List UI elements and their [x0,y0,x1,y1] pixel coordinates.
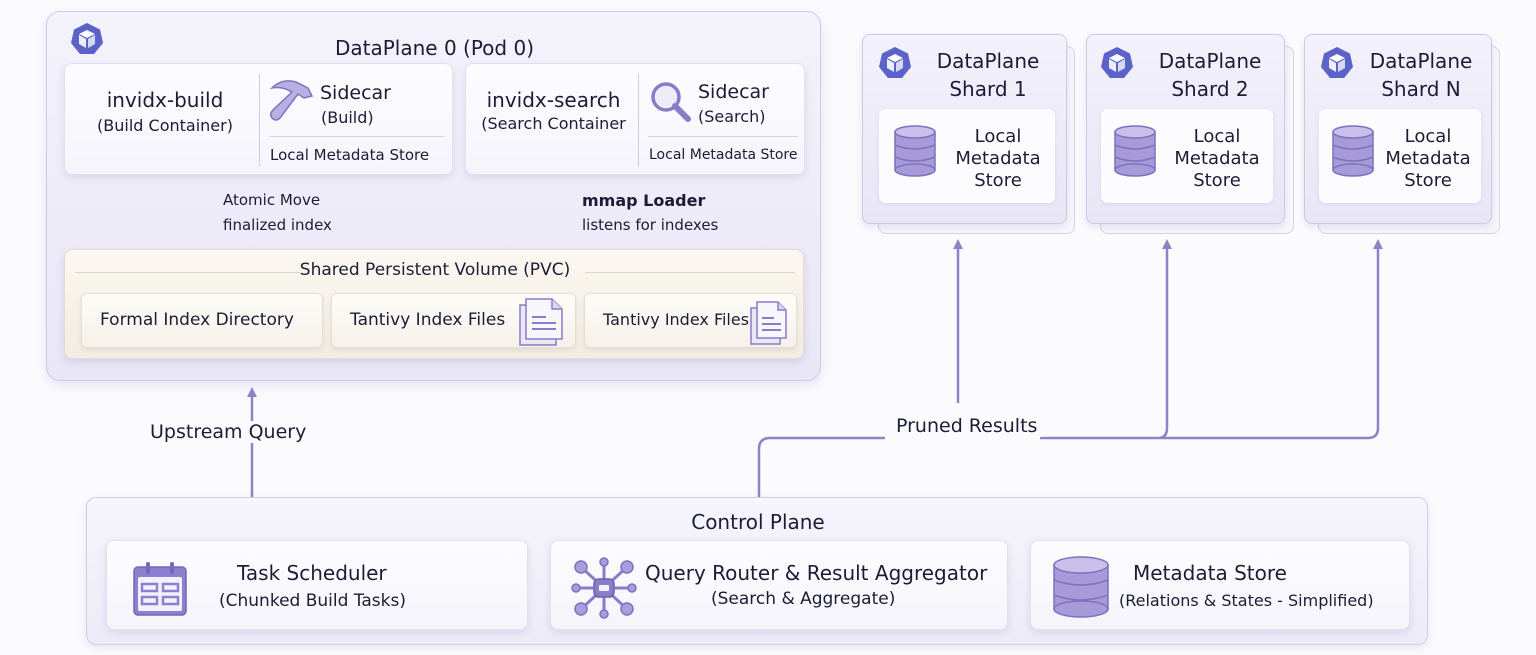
shard-local-metadata-store[interactable]: Local Metadata Store [1319,109,1481,203]
dataplane-pod0: DataPlane 0 (Pod 0) invidx-build (Build … [46,11,821,381]
search-container-card: invidx-search (Search Container Sidecar … [465,63,805,175]
shard-title-line1: DataPlane [1158,49,1262,73]
store-line2: Metadata [955,148,1041,169]
hammer-icon [269,80,314,121]
pvc-item-tantivy-files[interactable]: Tantivy Index Files [584,293,797,348]
pvc-item-label: Formal Index Directory [100,310,294,330]
store-line1: Local [974,126,1022,147]
shard-title-line2: Shard 1 [949,77,1027,101]
mmap-loader-label: mmap Loader listens for indexes [582,188,718,238]
divider [638,74,639,166]
control-plane: Control Plane Task Scheduler (Chunked Bu… [86,497,1428,645]
metadata-store-card[interactable]: Metadata Store (Relations & States - Sim… [1030,540,1410,630]
shard2-arrow [1040,239,1172,440]
shard-local-metadata-store[interactable]: Local Metadata Store [879,109,1055,203]
database-icon [1114,125,1156,177]
pruned-results-label: Pruned Results [890,415,1044,437]
task-scheduler-card[interactable]: Task Scheduler (Chunked Build Tasks) [106,540,528,630]
shard-title: DataPlane Shard 1 [913,47,1063,103]
shard-store-label: Local Metadata Store [1163,126,1271,192]
calendar-icon [133,562,187,616]
kubernetes-pod-icon [1321,47,1353,78]
store-line1: Local [1404,126,1452,147]
shardN-arrow [1160,239,1383,440]
shard-store-label: Local Metadata Store [943,126,1053,192]
atomic-move-line2: finalized index [223,216,332,234]
search-container-title: invidx-search [486,88,621,112]
document-stack-icon [519,298,563,346]
shard-title-line1: DataPlane [936,49,1040,73]
store-line3: Store [974,170,1022,191]
query-router-title: Query Router & Result Aggregator [645,561,988,585]
kubernetes-pod-icon [71,23,103,54]
metadata-store-title: Metadata Store [1133,561,1287,585]
metadata-store-subtitle: (Relations & States - Simplified) [1119,591,1374,610]
query-router-subtitle: (Search & Aggregate) [711,589,896,609]
magnifier-icon [651,82,691,122]
pruned-results-arrow [754,436,885,507]
shared-pvc: Shared Persistent Volume (PVC) Formal In… [64,249,804,359]
search-local-metadata-store: Local Metadata Store [649,147,798,163]
mmap-line1: mmap Loader [582,191,706,210]
atomic-move-line1: Atomic Move [223,191,321,209]
database-icon [894,125,936,177]
shard-title: DataPlane Shard 2 [1135,47,1285,103]
query-router-card[interactable]: Query Router & Result Aggregator (Search… [550,540,1008,630]
shard-title-line2: Shard N [1381,77,1461,101]
store-line3: Store [1193,170,1241,191]
control-plane-title: Control Plane [691,510,825,534]
kubernetes-pod-icon [879,47,911,78]
pvc-item-label: Tantivy Index Files [603,310,750,329]
build-container-title: invidx-build [106,88,224,112]
build-sidecar-subtitle: (Build) [321,108,374,127]
shard-title-line2: Shard 2 [1171,77,1249,101]
build-container-subtitle: (Build Container) [97,116,233,135]
store-line1: Local [1193,126,1241,147]
pvc-item-label: Tantivy Index Files [350,310,506,330]
pod0-title: DataPlane 0 (Pod 0) [334,36,534,60]
shard-title-line1: DataPlane [1369,49,1473,73]
divider [648,136,798,137]
pvc-item-formal-index-directory[interactable]: Formal Index Directory [81,293,323,348]
shard-local-metadata-store[interactable]: Local Metadata Store [1101,109,1273,203]
store-line2: Metadata [1385,148,1471,169]
search-container-subtitle: (Search Container [481,114,626,133]
upstream-query-label: Upstream Query [144,421,313,443]
search-sidecar-subtitle: (Search) [698,107,766,126]
build-local-metadata-store: Local Metadata Store [270,146,430,164]
store-line3: Store [1404,170,1452,191]
build-container-card: invidx-build (Build Container) Sidecar (… [64,63,453,175]
pvc-item-tantivy-files[interactable]: Tantivy Index Files [331,293,576,348]
divider [585,272,795,273]
build-sidecar-title: Sidecar [320,82,391,104]
pvc-title: Shared Persistent Volume (PVC) [299,260,571,280]
shard-title: DataPlane Shard N [1351,47,1491,103]
store-line2: Metadata [1174,148,1260,169]
shard-1: DataPlane Shard 1 Local Metadata Store [862,34,1067,224]
task-scheduler-subtitle: (Chunked Build Tasks) [219,591,406,611]
kubernetes-pod-icon [1101,47,1133,78]
divider [259,74,260,166]
mmap-line2: listens for indexes [582,216,719,234]
shard-2: DataPlane Shard 2 Local Metadata Store [1086,34,1285,224]
shard-store-label: Local Metadata Store [1377,126,1479,192]
network-hub-icon [571,557,637,619]
task-scheduler-title: Task Scheduler [237,561,387,585]
divider [75,272,300,273]
search-sidecar-title: Sidecar [698,81,769,103]
divider [269,136,445,137]
document-stack-icon [750,301,787,345]
shard-n: DataPlane Shard N Local Metadata Store [1304,34,1492,224]
atomic-move-label: Atomic Move finalized index [223,188,332,238]
database-icon [1332,125,1374,177]
database-icon [1053,556,1109,618]
